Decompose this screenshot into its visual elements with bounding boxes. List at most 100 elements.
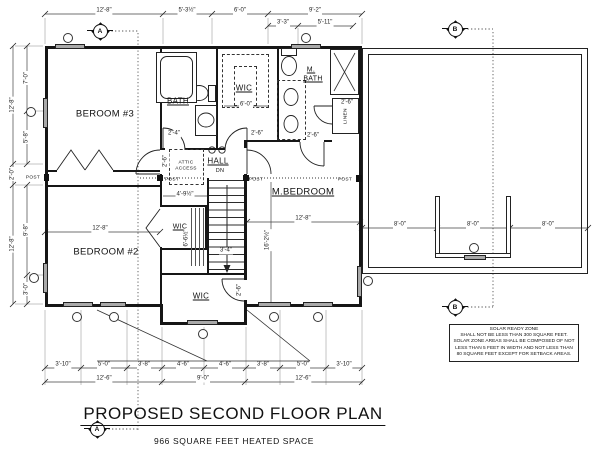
wall — [205, 205, 207, 250]
door-dim-label: 2'-6" — [250, 130, 264, 138]
stairs-dn-label: DN — [215, 168, 225, 174]
dim-label: 2'-0" — [9, 167, 17, 181]
room-label-hall: HALL — [207, 156, 229, 166]
dim-label: 9'-8" — [23, 223, 31, 237]
room-label-master-bedroom: M.BEDROOM — [271, 186, 335, 198]
window-tag — [29, 273, 39, 283]
window — [464, 255, 486, 260]
dim-label: 5'-3½" — [177, 7, 197, 15]
dim-label: 8'-0" — [393, 221, 407, 229]
window-tag — [198, 329, 208, 339]
window — [303, 302, 333, 307]
solar-ready-note: SOLAR READY ZONE SHALL NOT BE LESS THAN … — [449, 324, 579, 362]
wall — [160, 174, 162, 207]
dim-label: 3'-8" — [137, 361, 151, 369]
wall — [244, 174, 247, 280]
note-line: SHALL NOT BE LESS THAN 300 SQUARE FEET. — [460, 333, 568, 339]
window-tag — [72, 312, 82, 322]
room-label-wic-bottom: WIC — [192, 291, 210, 301]
note-line: 80 SQUARE FEET EXCEPT FOR SETBACK AREAS. — [456, 351, 572, 357]
roof-outline-outer — [362, 48, 588, 274]
dim-label: 3'-10" — [54, 361, 72, 369]
post-label: POST — [25, 175, 41, 181]
marker-letter: B — [447, 21, 463, 37]
shower — [330, 49, 359, 95]
dim-label: 3'-8" — [256, 361, 270, 369]
wall — [277, 49, 279, 140]
window — [357, 266, 362, 297]
dormer-wall-right — [506, 196, 511, 258]
closet-shelf-hatch — [191, 208, 205, 266]
dim-label: 5'-8" — [23, 130, 31, 144]
door-dim-label: 2'-4" — [167, 130, 181, 138]
dim-label: 6'-6½" — [183, 228, 191, 248]
master-vanity — [277, 80, 306, 140]
window-tag — [469, 243, 479, 253]
wall — [160, 248, 207, 250]
dim-label: 5'-11" — [316, 19, 334, 27]
dim-label: 9'-0" — [196, 375, 210, 383]
dim-label: 9'-2" — [308, 7, 322, 15]
wall — [45, 46, 362, 49]
dim-label: 3'-4" — [219, 247, 233, 255]
section-marker-b-bottom: B — [442, 296, 468, 318]
attic-access-box — [169, 149, 204, 185]
section-marker-b-top: B — [442, 18, 468, 40]
plan-title: PROPOSED SECOND FLOOR PLAN — [80, 404, 386, 426]
window-tag — [63, 33, 73, 43]
window-tag — [109, 312, 119, 322]
dim-label: 4'-9½" — [175, 191, 195, 199]
room-label-mbath-line2: BATH — [303, 75, 323, 83]
wall — [207, 178, 209, 275]
post — [243, 175, 249, 181]
door-dim-label: 2'-6" — [236, 283, 244, 297]
room-label-bedroom2: BEDROOM #2 — [73, 246, 139, 258]
dim-label: 6'-0" — [233, 7, 247, 15]
linen-label: LINEN — [343, 108, 349, 124]
wall — [324, 140, 332, 142]
window — [187, 320, 218, 325]
dim-label: 6'-0" — [239, 101, 253, 109]
dim-label: 3'-3" — [276, 19, 290, 27]
post — [356, 175, 362, 182]
dim-label: 4'-6" — [218, 361, 232, 369]
plan-subtitle: 966 SQUARE FEET HEATED SPACE — [154, 436, 314, 446]
marker-letter: A — [92, 23, 108, 39]
roof-outline-inner — [368, 54, 582, 268]
dim-label: 4'-6" — [176, 361, 190, 369]
post — [44, 174, 49, 181]
room-label-wic-mid: WIC — [172, 223, 188, 231]
dim-label: 3'-10" — [335, 361, 353, 369]
window — [291, 44, 321, 49]
window-tag — [26, 107, 36, 117]
dim-label: 12'-8" — [95, 7, 113, 15]
dim-label: 8'-0" — [466, 221, 480, 229]
note-line: SOLAR ZONE AREAS SHALL BE COMPOSED OF NO… — [453, 339, 575, 345]
window-tag — [301, 33, 311, 43]
dim-label: 7'-0" — [23, 71, 31, 85]
post — [157, 175, 163, 181]
room-label-bath: BATH — [167, 96, 189, 106]
wall — [160, 304, 163, 325]
bath-toilet-tank — [208, 85, 216, 102]
dim-label: 8'-0" — [541, 221, 555, 229]
door-dim-label: 2'-6" — [162, 154, 170, 168]
marker-letter: B — [447, 299, 463, 315]
post-label: POST — [337, 177, 353, 183]
window — [43, 98, 48, 128]
wall — [244, 140, 247, 148]
dim-label: 12'-8" — [91, 225, 109, 233]
staircase-treads — [209, 180, 244, 275]
wall — [244, 304, 247, 325]
window — [43, 263, 48, 293]
room-label-bedroom3: BEROOM #3 — [75, 108, 135, 120]
dim-label: 12'-6" — [95, 375, 113, 383]
linen-closet — [332, 98, 359, 134]
window — [258, 302, 291, 307]
bathtub-basin — [160, 56, 193, 99]
dim-label: 12'-8" — [9, 96, 17, 114]
wall — [185, 148, 225, 150]
dim-label: 12'-8" — [9, 235, 17, 253]
wall — [113, 170, 160, 172]
